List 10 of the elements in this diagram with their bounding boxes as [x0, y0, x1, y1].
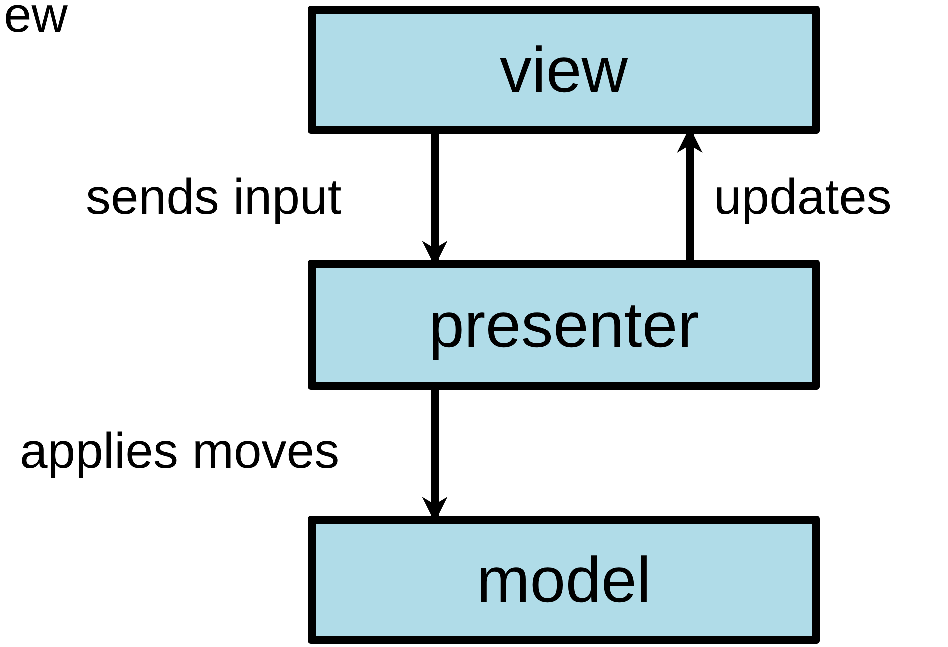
edge-label: sends input: [86, 168, 342, 226]
text-label: ew: [4, 0, 68, 44]
process-box: [308, 6, 820, 134]
edge-label: applies moves: [20, 422, 340, 480]
box-label: presenter: [428, 288, 700, 362]
process-box: [308, 516, 820, 644]
process-box: [308, 260, 820, 390]
box-label: model: [476, 543, 652, 617]
edge-label: updates: [714, 168, 892, 226]
box-label: view: [500, 33, 628, 107]
